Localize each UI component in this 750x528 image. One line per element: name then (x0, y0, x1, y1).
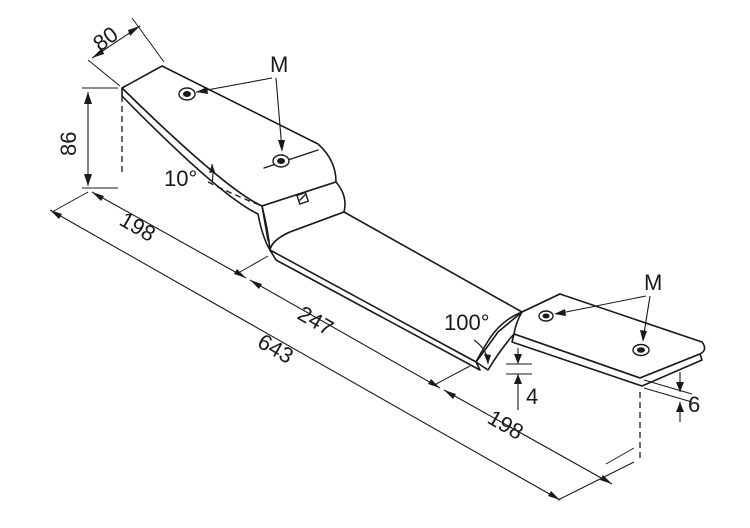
hole-left-1 (178, 87, 196, 101)
callout-m-right: M (554, 270, 662, 342)
hole-right-2 (632, 343, 650, 357)
angle-label-10: 10° (164, 166, 197, 191)
dim-left-segment: 198 (91, 191, 247, 279)
hole-left-2 (272, 154, 290, 168)
callout-label-m-right: M (644, 270, 662, 295)
dim-label-198-left: 198 (116, 207, 160, 247)
dim-label-4: 4 (526, 384, 538, 409)
dim-label-643: 643 (254, 329, 298, 369)
dim-label-80: 80 (88, 21, 123, 56)
middle-web-edge (269, 249, 481, 371)
extension-lines (51, 191, 635, 501)
right-flange-edge (511, 333, 703, 387)
dim-thickness-end: 6 (643, 372, 700, 422)
bracket-body (121, 65, 706, 387)
dim-label-6: 6 (688, 392, 700, 417)
hole-right-1 (538, 310, 554, 322)
dim-height: 86 (56, 87, 118, 189)
dim-label-198-right: 198 (484, 405, 528, 445)
dim-label-247: 247 (294, 301, 338, 341)
dim-label-86: 86 (56, 132, 81, 156)
middle-web-top (269, 211, 523, 363)
fold-line-left (263, 149, 319, 169)
hidden-lines (121, 96, 641, 462)
angle-left-bend: 10° (164, 163, 215, 191)
part-mark (296, 191, 310, 205)
angle-label-100: 100° (444, 310, 490, 335)
angle-right-bend: 100° (444, 310, 491, 365)
dim-thickness-middle: 4 (506, 348, 538, 410)
mounting-holes (178, 87, 650, 357)
callout-m-left: M (195, 52, 288, 152)
callout-label-m-left: M (270, 52, 288, 77)
